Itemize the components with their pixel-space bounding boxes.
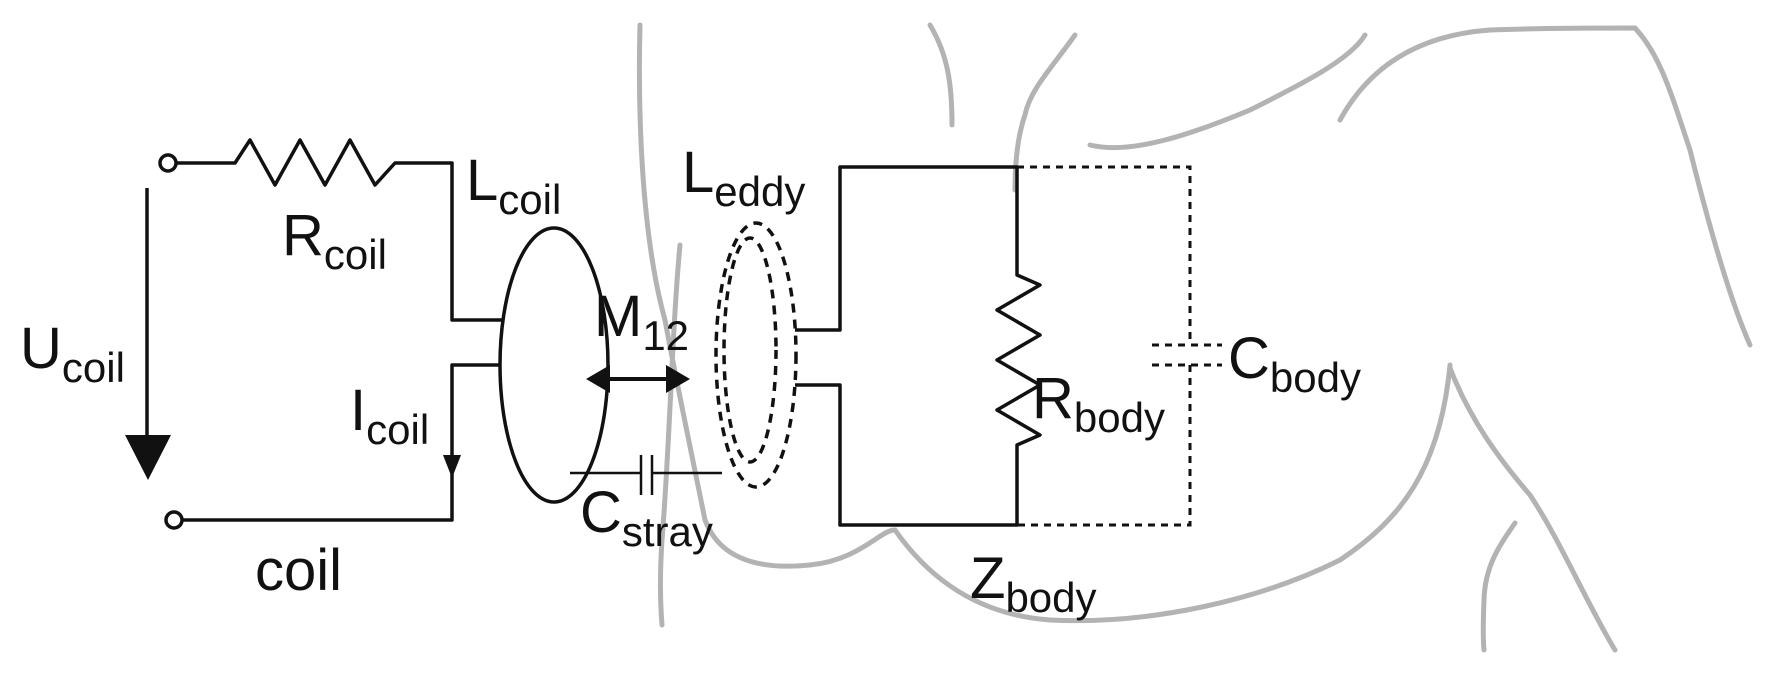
body-outline-upper-back	[1337, 25, 1753, 348]
body-outline-hip	[1480, 520, 1518, 653]
i-coil-arrowhead	[443, 455, 461, 478]
z-body-label: Zbody	[970, 546, 1097, 621]
body-outline-arm-front	[636, 22, 1453, 624]
eddy-loop	[714, 221, 798, 489]
body-outline-forearm	[658, 242, 683, 628]
m12-double-arrow	[586, 365, 690, 393]
body-outline	[636, 22, 1753, 653]
r-body-label: Rbody	[1032, 366, 1165, 441]
u-coil-arrow	[125, 188, 171, 480]
body-circuit	[795, 165, 1042, 527]
wire-top	[176, 138, 502, 322]
wire-lower	[182, 363, 502, 522]
c-body-capacitor	[1017, 165, 1222, 527]
body-wire-upper	[795, 165, 1042, 527]
body-outline-neck	[927, 22, 955, 128]
coil-circuit	[158, 138, 610, 530]
l-coil-label: Lcoil	[466, 148, 561, 223]
body-outline-side	[1447, 365, 1618, 653]
l-eddy-label: Leddy	[682, 140, 805, 215]
terminal-bottom	[164, 510, 184, 530]
c-stray-capacitor	[570, 455, 722, 495]
r-coil-label: Rcoil	[282, 203, 387, 278]
body-outline-shoulder-line	[1087, 32, 1368, 151]
m12-label: M12	[594, 284, 689, 359]
u-coil-label: Ucoil	[20, 316, 125, 391]
inductor-coil	[498, 226, 610, 504]
c-stray-label: Cstray	[580, 480, 713, 555]
u-coil-arrowhead	[125, 435, 171, 480]
coil-label: coil	[255, 538, 342, 603]
body-outline-shoulder-left	[1012, 32, 1078, 193]
i-coil-label: Icoil	[350, 378, 429, 453]
terminal-top	[158, 153, 178, 173]
c-body-label: Cbody	[1228, 326, 1361, 401]
